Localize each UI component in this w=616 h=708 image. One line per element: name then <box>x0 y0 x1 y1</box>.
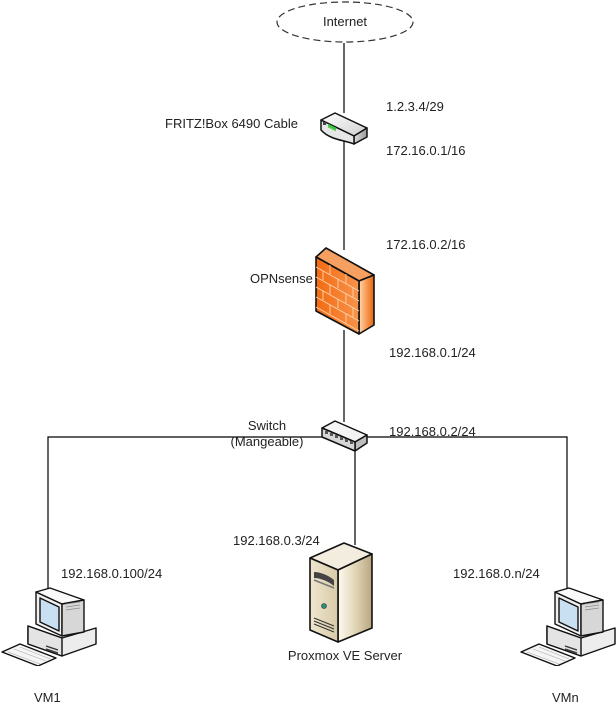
internet-label: Internet <box>322 14 368 29</box>
vm1-ip: 192.168.0.100/24 <box>61 566 163 581</box>
server-icon <box>309 542 373 643</box>
router-wan-ip: 1.2.3.4/29 <box>386 99 444 114</box>
switch-icon <box>321 420 368 452</box>
switch-label-line1: Switch <box>247 418 287 433</box>
vm1-workstation-icon <box>1 587 97 666</box>
internet-cloud <box>276 1 414 43</box>
switch-label-line2: (Mangeable) <box>230 434 304 449</box>
link-switch-vmn <box>366 436 568 592</box>
server-label: Proxmox VE Server <box>287 648 403 663</box>
firewall-wan-ip: 172.16.0.2/16 <box>386 237 466 252</box>
firewall-icon <box>315 247 375 335</box>
server-ip: 192.168.0.3/24 <box>233 533 320 548</box>
link-switch-vm1 <box>47 436 322 592</box>
firewall-lan-ip: 192.168.0.1/24 <box>389 345 476 360</box>
switch-ip: 192.168.0.2/24 <box>389 424 476 439</box>
router-label: FRITZ!Box 6490 Cable <box>165 116 298 131</box>
vmn-workstation-icon <box>520 587 616 666</box>
vm1-label: VM1 <box>34 690 61 705</box>
router-icon <box>320 112 368 145</box>
vmn-label: VMn <box>552 690 579 705</box>
router-lan-ip: 172.16.0.1/16 <box>386 143 466 158</box>
vmn-ip: 192.168.0.n/24 <box>453 566 540 581</box>
firewall-label: OPNsense <box>250 271 313 286</box>
